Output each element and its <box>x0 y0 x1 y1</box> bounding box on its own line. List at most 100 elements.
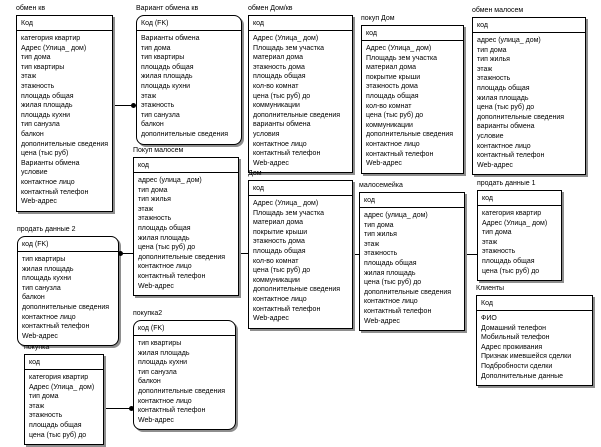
field-row: тип дома <box>138 186 168 194</box>
field-row: дополнительные сведения <box>22 303 110 311</box>
field-row: контактный телефон <box>138 272 206 280</box>
field-row: Web-адрес <box>138 282 174 290</box>
relationship-line[interactable] <box>465 254 477 255</box>
field-row: Web-адрес <box>22 332 58 340</box>
field-row: этажность <box>141 102 175 110</box>
field-row: контактное лицо <box>366 140 420 148</box>
field-row: дополнительные сведения <box>138 253 226 261</box>
primary-key-field: Код <box>477 296 592 311</box>
field-row: Web-адрес <box>364 317 400 325</box>
entity-title: продать данные 1 <box>477 180 536 187</box>
field-row: материал дома <box>366 64 416 72</box>
field-row: площадь общая <box>364 259 417 267</box>
field-row: категория квартир <box>482 210 542 217</box>
field-row: Адрес (Улица_ дом) <box>253 200 319 207</box>
relationship-line[interactable] <box>353 254 359 255</box>
entity-pokup-malosem: Покуп малосем код адрес (улица_ дом)тип … <box>133 146 239 297</box>
field-row: Web-адрес <box>253 159 289 167</box>
entity-obmen-dom-kv: обмен Дом/кв код Адрес (Улица_ дом)Площа… <box>248 4 353 174</box>
entity-malosemeyka: малосемейка код адрес (улица_ дом)тип до… <box>359 181 465 332</box>
field-row: контактный телефон <box>21 188 89 196</box>
entity-title: покупка2 <box>133 310 163 317</box>
entity-box[interactable]: код Адрес (Улица_ дом)Площадь зем участк… <box>361 25 464 174</box>
field-row: площадь общая <box>141 63 194 71</box>
field-row: тип санузла <box>141 111 180 119</box>
field-row: ФИО <box>481 315 497 322</box>
entity-box[interactable]: код Адрес (Улица_ дом)Площадь зем участк… <box>248 15 353 174</box>
field-row: контактное лицо <box>477 142 531 150</box>
entity-title: обмен кв <box>16 5 46 12</box>
field-row: этажность <box>29 412 63 420</box>
relationship-line[interactable] <box>119 253 133 254</box>
field-row: Web-адрес <box>477 161 513 169</box>
field-row: этажность дома <box>253 238 305 246</box>
field-row: Web-адрес <box>366 160 402 168</box>
primary-key-field: код <box>360 193 464 208</box>
field-row: этажность <box>482 248 516 256</box>
entity-dom: Дом код Адрес (Улица_ дом)Площадь зем уч… <box>248 169 353 329</box>
entity-variant-obmena-kv: Вариант обмена кв Код (FK) Варианты обме… <box>136 4 242 145</box>
field-row: кол-во комнат <box>253 257 299 265</box>
field-row: Адрес (Улица_ дом) <box>21 44 87 52</box>
relationship-line[interactable] <box>113 105 136 106</box>
field-row: площадь общая <box>21 92 74 100</box>
field-row: тип квартиры <box>21 63 65 71</box>
field-row: цена (тыс руб) до <box>253 92 311 100</box>
field-row: покрытие крыши <box>366 73 421 81</box>
field-row: цена (тыс руб) до <box>364 279 422 287</box>
entity-title: Вариант обмена кв <box>136 5 199 12</box>
relationship-line[interactable] <box>239 253 248 254</box>
primary-key-field: код <box>478 191 561 206</box>
field-row: Площадь зем участка <box>253 209 325 217</box>
field-row: материал дома <box>253 219 303 227</box>
entity-box[interactable]: код Адрес (Улица_ дом)Площадь зем участк… <box>248 180 353 329</box>
field-row: Домашний телефон <box>481 324 546 332</box>
field-row: площадь общая <box>366 92 419 100</box>
field-row: этаж <box>21 73 37 81</box>
relationship-line[interactable] <box>104 408 133 409</box>
field-row: жилая площадь <box>21 102 73 110</box>
field-row: площадь кухни <box>138 359 188 367</box>
field-row: коммуникации <box>366 121 413 129</box>
field-row: тип санузла <box>22 284 61 292</box>
field-row: варианты обмена <box>253 121 311 129</box>
field-row: этаж <box>482 238 498 246</box>
field-row: Адрес проживания <box>481 343 543 351</box>
primary-key-field: Код (FK) <box>137 16 241 31</box>
entity-title: обмен малосем <box>472 7 524 14</box>
field-row: контактный телефон <box>366 150 434 158</box>
field-row: Подбробности сделки <box>481 362 553 370</box>
field-row: покрытие крыши <box>253 228 308 236</box>
field-row: контактный телефон <box>253 305 321 313</box>
field-row: категория квартир <box>21 35 81 42</box>
field-row: Признак имевшейся сделки <box>481 353 572 361</box>
field-row: этажность <box>364 250 398 258</box>
field-row: Адрес (Улица_ дом) <box>253 35 319 42</box>
field-row: цена (тыс руб) до <box>477 104 535 112</box>
field-row: Адрес (Улица_ дом) <box>366 45 432 52</box>
field-row: тип дома <box>141 44 171 52</box>
field-row: адрес (улица_ дом) <box>477 37 541 44</box>
entity-title: покупка <box>24 344 50 351</box>
field-row: площадь кухни <box>21 111 71 119</box>
field-row: дополнительные сведения <box>138 387 226 395</box>
